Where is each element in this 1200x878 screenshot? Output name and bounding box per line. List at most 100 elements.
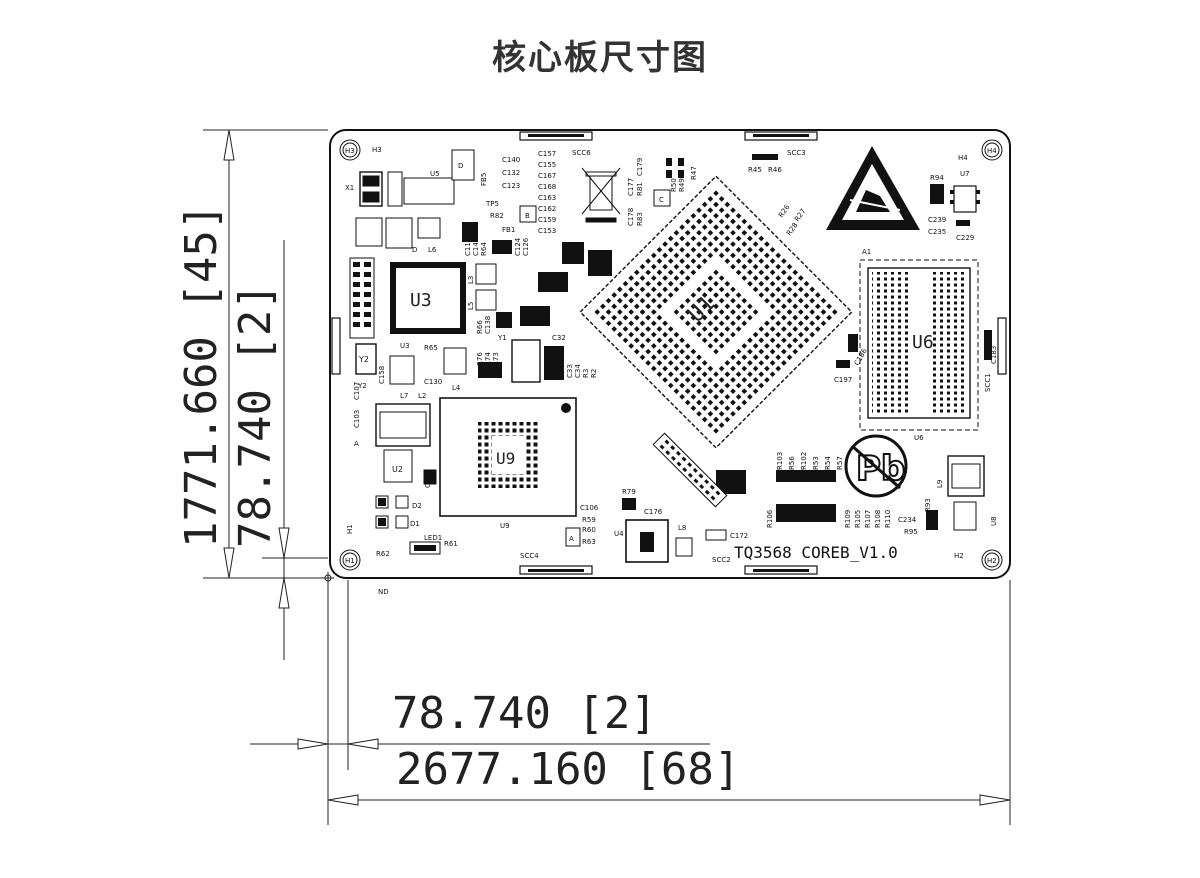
svg-text:C116: C116 [464,237,472,256]
mid-top-labels: C178 R83 C177 R81 C179 R50 R49 R47 [627,158,698,226]
svg-text:C123: C123 [502,182,520,190]
board-name: TQ3568 COREB_V1.0 [734,543,898,562]
svg-text:R49: R49 [678,178,686,192]
svg-text:C183: C183 [990,346,998,364]
diagonal-pin-row [652,432,728,508]
svg-text:A: A [569,535,574,543]
svg-text:C103: C103 [353,410,361,428]
chip-u6-ref: U6 [914,434,924,442]
svg-text:C105: C105 [424,470,432,488]
svg-text:D1: D1 [410,520,420,528]
chip-u6 [859,259,979,431]
chip-u3-ref: U3 [400,342,410,350]
svg-text:R65: R65 [424,344,438,352]
svg-text:C163: C163 [538,194,556,202]
svg-text:ND: ND [378,588,389,596]
svg-text:C168: C168 [538,183,556,191]
page-title: 核心板尺寸图 [492,38,708,78]
svg-text:L9: L9 [936,480,944,488]
mounting-holes [339,139,1003,571]
svg-text:R74: R74 [484,352,492,366]
svg-text:R103: R103 [776,452,784,470]
chip-u9-label: U9 [496,449,515,468]
chip-u9-ref: U9 [500,522,510,530]
cap-labels-top: C140 C132 C123 FB5 C157 C155 C167 C168 C… [480,150,556,235]
dim-vertical-total: 1771.660 [45] [176,204,227,548]
hole-h4: H4 [987,147,997,155]
svg-text:R61: R61 [444,540,458,548]
small-pads-bottom [622,330,992,530]
svg-text:R56: R56 [788,456,796,470]
svg-text:C178: C178 [627,208,635,226]
crystal-y2-ref: Y2 [357,382,367,390]
svg-text:C146: C146 [472,237,480,256]
pin-d-top: D [458,162,463,170]
hole-h2-ref: H2 [954,552,964,560]
svg-text:C197: C197 [834,376,852,384]
svg-text:R95: R95 [904,528,918,536]
svg-text:C140: C140 [502,156,520,164]
svg-text:C229: C229 [956,234,974,242]
svg-text:C177: C177 [627,178,635,196]
svg-text:C157: C157 [538,150,556,158]
svg-text:C234: C234 [898,516,917,524]
conn-scc1: SCC1 [984,373,992,392]
conn-scc2: SCC2 [712,556,731,564]
ref-r46: R46 [768,166,782,174]
svg-text:C179: C179 [636,158,644,176]
svg-text:A: A [354,440,359,448]
svg-text:C107: C107 [353,382,361,400]
chip-u6-label: U6 [912,332,934,353]
right-bottom-labels: R103 R56 R102 R53 R54 R57 R109 R105 R107… [766,346,998,560]
svg-text:C155: C155 [538,161,556,169]
crystal-y2-label: Y2 [358,355,369,364]
svg-text:C126: C126 [522,237,530,256]
esd-warning-icon [826,146,920,230]
chip-u7-label: U7 [960,170,970,178]
svg-text:R76: R76 [476,352,484,366]
chip-u3-label: U3 [410,290,432,311]
hole-h3-ref: H3 [372,146,382,154]
conn-scc3: SCC3 [787,149,806,157]
svg-text:C130: C130 [424,378,442,386]
pin-a1: A1 [862,248,871,256]
svg-text:FB1: FB1 [502,226,515,234]
svg-text:R110: R110 [884,510,892,528]
svg-text:R62: R62 [376,550,390,558]
svg-text:C106: C106 [580,504,599,512]
small-pads-top [666,154,778,178]
ref-r45: R45 [748,166,762,174]
svg-text:R81: R81 [636,182,644,196]
pin-c: C [659,196,664,204]
svg-text:R105: R105 [854,510,862,528]
svg-text:R94: R94 [930,174,944,182]
svg-text:R54: R54 [824,456,832,470]
svg-text:C162: C162 [538,205,556,213]
svg-text:R2: R2 [590,369,598,378]
svg-text:R64: R64 [480,242,488,256]
hole-h3: H3 [345,147,355,155]
dim-horizontal-offset: 78.740 [2] [392,688,657,739]
svg-text:L5: L5 [467,302,475,310]
left-pin-header [349,257,375,339]
svg-text:R63: R63 [582,538,596,546]
top-left-parts [355,149,671,249]
svg-text:R93: R93 [924,498,932,512]
dim-horizontal-total: 2677.160 [68] [396,744,740,795]
chip-u8: U8 [990,516,998,526]
small-pads-middle [462,222,612,380]
svg-text:R79: R79 [622,488,636,496]
svg-text:L3: L3 [467,276,475,284]
lead-free-pb-icon: Pb [844,434,908,498]
svg-text:L8: L8 [678,524,686,532]
hole-h4-ref: H4 [958,154,968,162]
svg-text:L7: L7 [400,392,408,400]
hole-h1-ref: H1 [346,524,354,534]
svg-text:R82: R82 [490,212,504,220]
svg-text:R60: R60 [582,526,596,534]
crystal-y1 [511,339,541,383]
svg-text:R59: R59 [582,516,596,524]
svg-text:C34: C34 [574,364,582,378]
part-x1: X1 [345,184,354,192]
